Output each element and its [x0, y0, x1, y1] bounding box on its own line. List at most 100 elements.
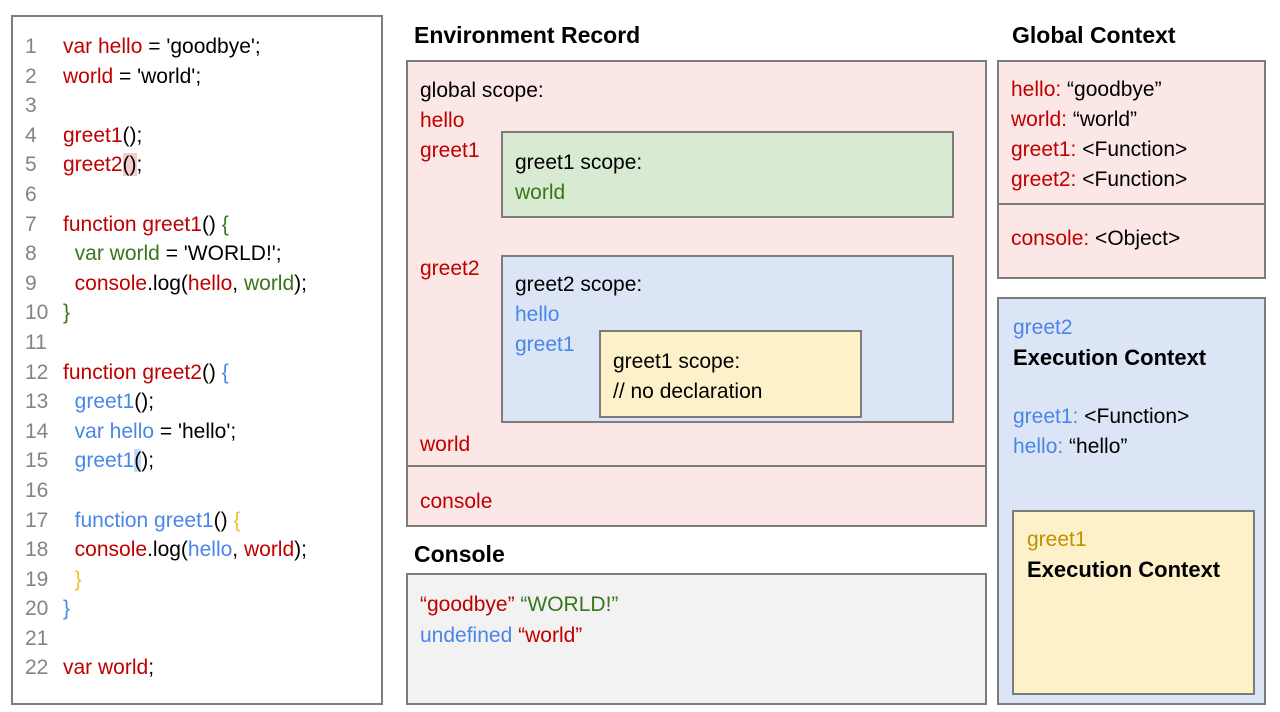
code-line: 16: [13, 476, 381, 506]
text-segment: var world: [63, 656, 149, 680]
code-content: }: [63, 594, 70, 624]
code-line: 3: [13, 91, 381, 121]
greet2-scope-heading: greet2 scope:: [515, 272, 642, 297]
text-segment: greet1: [515, 333, 575, 356]
global-context-greet2: greet2: <Function>: [1011, 167, 1187, 192]
code-line: 18 console.log(hello, world);: [13, 535, 381, 565]
text-segment: = 'world';: [113, 64, 202, 88]
code-content: greet1();: [63, 446, 154, 476]
greet1-ec-label: Execution Context: [1027, 557, 1221, 582]
global-context-title: Global Context: [1012, 22, 1176, 48]
line-number: 13: [25, 390, 49, 414]
code-line: 20}: [13, 594, 381, 624]
line-number: 6: [25, 182, 37, 206]
code-line: 17 function greet1() {: [13, 506, 381, 536]
line-number: 9: [25, 271, 37, 295]
code-line: 10}: [13, 298, 381, 328]
line-number: 16: [25, 478, 49, 502]
global-context-world: world: “world”: [1011, 107, 1137, 132]
code-line: 11: [13, 328, 381, 358]
text-segment: console:: [1011, 227, 1090, 250]
text-segment: (): [122, 153, 137, 177]
line-number: 3: [25, 94, 37, 118]
line-number: 1: [25, 35, 37, 58]
text-segment: .log(: [147, 271, 188, 295]
text-segment: = 'goodbye';: [142, 35, 261, 58]
greet2-scope-var-hello: hello: [515, 302, 559, 327]
line-number: 22: [25, 656, 49, 680]
line-number: 4: [25, 123, 37, 147]
code-content: var world = 'WORLD!';: [63, 239, 282, 269]
text-segment: world: [243, 271, 295, 295]
text-segment: }: [63, 597, 71, 621]
greet2-ec-name: greet2: [1013, 315, 1073, 340]
text-segment: var world: [63, 242, 160, 266]
text-segment: = 'WORLD!';: [159, 242, 282, 266]
text-segment: ,: [232, 538, 244, 562]
text-segment: “WORLD!”: [520, 593, 619, 616]
code-content: greet1();: [63, 121, 142, 151]
text-segment: (: [134, 449, 142, 473]
text-segment: {: [221, 360, 229, 384]
text-segment: global scope:: [420, 79, 544, 102]
global-context-console-box: [997, 203, 1266, 279]
code-line: 21: [13, 624, 381, 654]
code-line: 4 greet1();: [13, 121, 381, 151]
code-line: 8 var world = 'WORLD!';: [13, 239, 381, 269]
text-segment: hello: [187, 271, 233, 295]
text-segment: }: [63, 301, 71, 325]
text-segment: function greet2: [63, 360, 202, 384]
greet1-execution-context-box: [1012, 510, 1255, 695]
text-segment: ();: [134, 390, 155, 414]
line-number: 21: [25, 626, 49, 650]
text-segment: greet1:: [1011, 138, 1077, 161]
code-line: 6: [13, 180, 381, 210]
text-segment: greet2 scope:: [515, 273, 643, 296]
text-segment: .log(: [147, 538, 188, 562]
code-content: var hello = 'goodbye';: [63, 32, 261, 62]
global-scope-var-greet1: greet1: [420, 138, 480, 163]
line-number: 2: [25, 64, 37, 88]
text-segment: <Function>: [1078, 405, 1190, 428]
text-segment: undefined: [420, 624, 513, 647]
code-line: 9 console.log(hello, world);: [13, 269, 381, 299]
line-number: 8: [25, 242, 37, 266]
line-number: 20: [25, 597, 49, 621]
code-content: function greet1() {: [63, 506, 241, 536]
text-segment: greet2: [420, 257, 480, 280]
greet2-ec-binding-greet1: greet1: <Function>: [1013, 404, 1189, 429]
text-segment: {: [233, 508, 241, 532]
nested-greet1-scope-box: [599, 330, 862, 418]
text-segment: world: [243, 538, 295, 562]
text-segment: );: [294, 271, 307, 295]
line-number: 17: [25, 508, 49, 532]
greet2-scope-var-greet1: greet1: [515, 332, 575, 357]
text-segment: “goodbye”: [1061, 78, 1162, 101]
text-segment: <Function>: [1076, 138, 1188, 161]
line-number: 7: [25, 212, 37, 236]
code-line: 1 var hello = 'goodbye';: [13, 32, 381, 62]
line-number: 19: [25, 567, 49, 591]
text-segment: {: [221, 212, 229, 236]
environment-record-title: Environment Record: [414, 22, 641, 48]
code-line: 15 greet1();: [13, 446, 381, 476]
text-segment: = 'hello';: [154, 419, 237, 443]
nested-greet1-scope-heading: greet1 scope:: [613, 349, 740, 374]
code-content: greet2();: [63, 150, 142, 180]
text-segment: hello: [420, 109, 465, 132]
greet1-ec-name: greet1: [1027, 527, 1087, 552]
line-number: 14: [25, 419, 49, 443]
greet1-scope-box: [501, 131, 954, 218]
text-segment: [63, 538, 75, 561]
text-segment: console: [74, 271, 148, 295]
text-segment: greet1: [1027, 528, 1087, 551]
code-panel: 1 var hello = 'goodbye'; 2 world = 'world';…: [11, 15, 383, 705]
greet1-scope-var-world: world: [515, 180, 565, 205]
text-segment: greet1: [63, 123, 123, 147]
greet1-scope-heading: greet1 scope:: [515, 150, 642, 175]
text-segment: ();: [122, 123, 143, 147]
console-output-box: [406, 573, 987, 705]
text-segment: );: [141, 449, 155, 473]
